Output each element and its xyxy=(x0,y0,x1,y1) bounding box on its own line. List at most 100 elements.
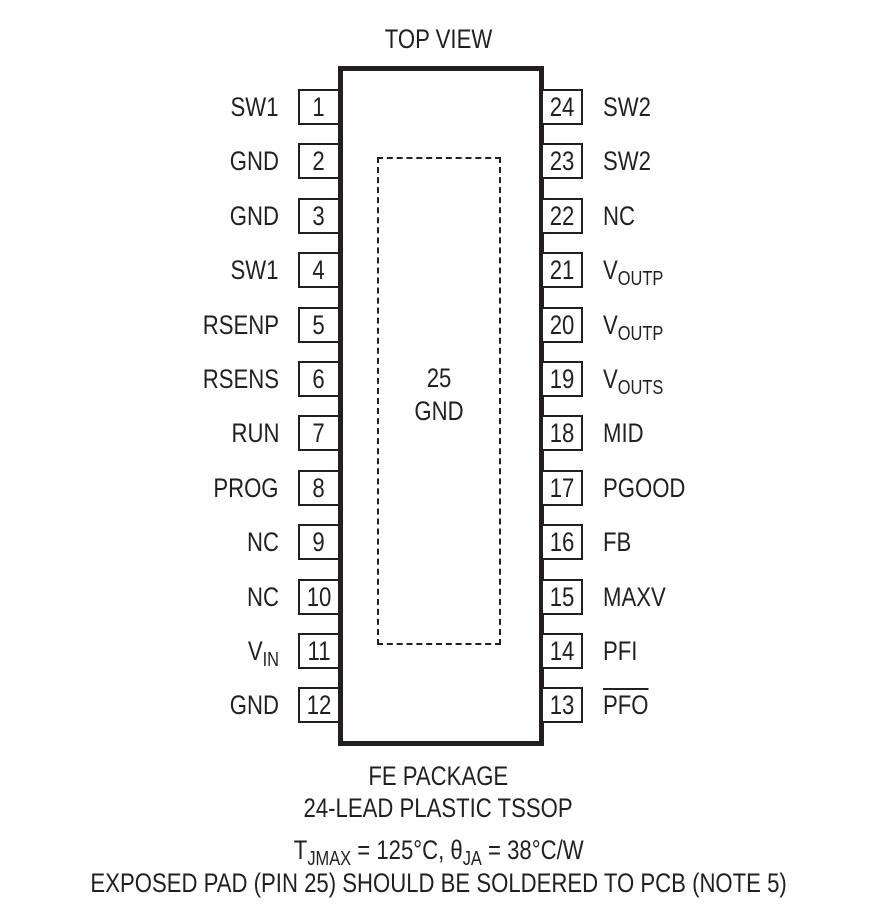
pin-name: GND xyxy=(229,201,279,231)
pin-number: 15 xyxy=(549,582,575,612)
pin-number: 21 xyxy=(549,255,575,285)
thermal-spec: TJMAX = 125°C, θJA = 38°C/W xyxy=(293,835,584,870)
pin-14-label: PFI xyxy=(603,633,645,669)
pin-name: RSENP xyxy=(202,310,279,340)
pin-name-subscript: OUTP xyxy=(617,268,664,290)
pin-name: RSENS xyxy=(202,364,279,394)
pin-number: 20 xyxy=(549,310,575,340)
pin-3-label: GND xyxy=(219,198,279,234)
pin-number: 1 xyxy=(312,92,326,122)
pin-5-label: RSENP xyxy=(186,307,279,343)
pin-22-label: NC xyxy=(603,198,642,234)
pin-12-box: 12 xyxy=(298,687,338,723)
pin-name: GND xyxy=(229,146,279,176)
pin-19-label: VOUTS xyxy=(603,361,677,406)
pin-number: 24 xyxy=(549,92,575,122)
pin-20-box: 20 xyxy=(543,307,583,343)
exposed-pad-number: 25 xyxy=(426,363,452,393)
pin-number: 8 xyxy=(312,473,326,503)
pin-number: 13 xyxy=(549,690,575,720)
pin-name-subscript: IN xyxy=(262,649,279,671)
package-body xyxy=(338,66,544,746)
pin-24-box: 24 xyxy=(543,89,583,125)
pin-9-box: 9 xyxy=(298,524,338,560)
pin-number: 17 xyxy=(549,473,575,503)
pin-23-label: SW2 xyxy=(603,143,662,179)
pin-number: 23 xyxy=(549,146,575,176)
pin-10-box: 10 xyxy=(298,579,338,615)
pin-15-box: 15 xyxy=(543,579,583,615)
pin-4-label: SW1 xyxy=(220,252,279,288)
pin-number: 19 xyxy=(549,364,575,394)
pin-name: V xyxy=(247,636,263,666)
pin-21-label: VOUTP xyxy=(603,252,677,297)
pin-16-box: 16 xyxy=(543,524,583,560)
pin-6-box: 6 xyxy=(298,361,338,397)
pin-5-box: 5 xyxy=(298,307,338,343)
exposed-pad-note: EXPOSED PAD (PIN 25) SHOULD BE SOLDERED … xyxy=(90,868,787,898)
pin-20-label: VOUTP xyxy=(603,307,677,352)
pin-7-label: RUN xyxy=(221,415,279,451)
pin-18-label: MID xyxy=(603,415,653,451)
pin-number: 6 xyxy=(312,364,326,394)
pin-number: 10 xyxy=(306,582,332,612)
pin-14-box: 14 xyxy=(543,633,583,669)
pin-name: MID xyxy=(603,418,644,448)
pin-name-subscript: OUTS xyxy=(617,377,664,399)
pin-name: V xyxy=(603,364,618,394)
exposed-pad xyxy=(377,157,501,645)
pin-name: NC xyxy=(603,201,635,231)
pin-number: 16 xyxy=(549,527,575,557)
pin-name: SW2 xyxy=(603,146,651,176)
pin-4-box: 4 xyxy=(298,252,338,288)
pin-2-label: GND xyxy=(219,143,279,179)
pin-name: V xyxy=(603,310,618,340)
package-name: FE PACKAGE xyxy=(368,761,509,791)
pin-3-box: 3 xyxy=(298,198,338,234)
pin-name: PFO xyxy=(603,690,649,720)
package-type: 24-LEAD PLASTIC TSSOP xyxy=(303,793,574,823)
pin-number: 3 xyxy=(312,201,326,231)
pin-number: 11 xyxy=(307,636,331,666)
pin-18-box: 18 xyxy=(543,415,583,451)
pin-number: 18 xyxy=(549,418,575,448)
pin-name: SW1 xyxy=(231,92,279,122)
pin-name: NC xyxy=(247,582,279,612)
pin-number: 14 xyxy=(549,636,575,666)
pin-16-label: FB xyxy=(603,524,638,560)
pin-8-label: PROG xyxy=(199,470,279,506)
pin-number: 4 xyxy=(312,255,326,285)
pin-name-subscript: OUTP xyxy=(617,323,664,345)
pin-number: 2 xyxy=(312,146,326,176)
pin-15-label: MAXV xyxy=(603,579,680,615)
pin-name: SW1 xyxy=(231,255,279,285)
pin-7-box: 7 xyxy=(298,415,338,451)
pin-6-label: RSENS xyxy=(186,361,279,397)
pin-name: PGOOD xyxy=(603,473,686,503)
pin-12-label: GND xyxy=(219,687,279,723)
pin-number: 5 xyxy=(312,310,326,340)
pin-number: 12 xyxy=(306,690,332,720)
top-view-title: TOP VIEW xyxy=(384,24,493,54)
pin-1-label: SW1 xyxy=(220,89,279,125)
pin-name: NC xyxy=(247,527,279,557)
pin-10-label: NC xyxy=(240,579,279,615)
pin-22-box: 22 xyxy=(543,198,583,234)
pin-number: 22 xyxy=(549,201,575,231)
pin-name: PROG xyxy=(213,473,279,503)
pin-17-label: PGOOD xyxy=(603,470,704,506)
pin-9-label: NC xyxy=(240,524,279,560)
pin-8-box: 8 xyxy=(298,470,338,506)
pin-11-box: 11 xyxy=(298,633,338,669)
pin-19-box: 19 xyxy=(543,361,583,397)
pin-number: 7 xyxy=(312,418,326,448)
pin-2-box: 2 xyxy=(298,143,338,179)
pin-23-box: 23 xyxy=(543,143,583,179)
pin-name: FB xyxy=(603,527,632,557)
pin-24-label: SW2 xyxy=(603,89,662,125)
pin-name: PFI xyxy=(603,636,638,666)
pin-name: SW2 xyxy=(603,92,651,122)
pin-name: MAXV xyxy=(603,582,666,612)
pin-name: GND xyxy=(229,690,279,720)
pin-11-label: VIN xyxy=(241,633,279,678)
